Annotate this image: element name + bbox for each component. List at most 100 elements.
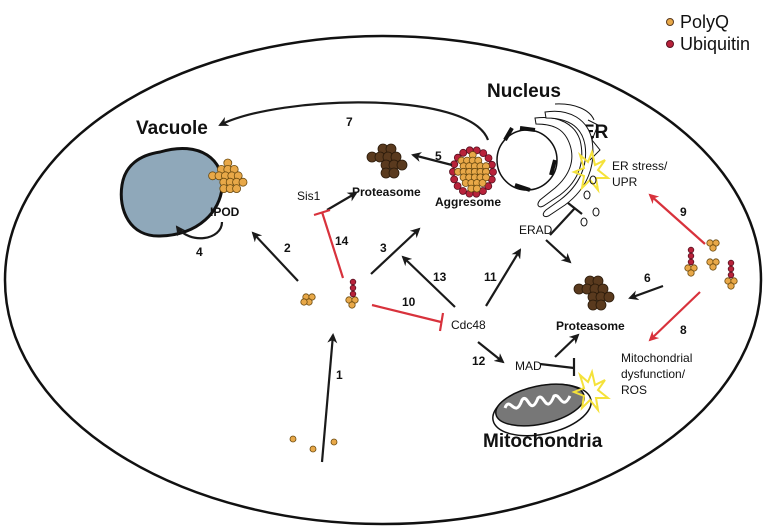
activation-arrows — [175, 101, 664, 463]
ubiquitin-dot — [453, 182, 462, 190]
proteasome-top-label: Proteasome — [352, 185, 421, 199]
step-6-label: 6 — [644, 271, 651, 285]
nucleus-title: Nucleus — [487, 81, 561, 102]
polyq-dot — [348, 301, 356, 309]
inhibit-step-14-bar — [313, 208, 331, 217]
polyq-monomer — [309, 445, 317, 453]
arrow-step-6 — [628, 284, 664, 300]
ubiquitin-dot — [727, 271, 735, 279]
proteasome-icon — [366, 143, 408, 179]
inhibit-erad-er — [549, 207, 576, 236]
ubiquitin-dot — [727, 259, 735, 267]
ubiquitin-dot — [459, 148, 468, 157]
polyq-dot — [709, 263, 717, 271]
arrow-step-3 — [370, 227, 421, 275]
step-5-label: 5 — [435, 149, 442, 163]
ubiquitin-dot — [687, 252, 695, 260]
mito-stress-label-line1: Mitochondrial — [621, 351, 692, 365]
arrow-step-4 — [175, 221, 224, 240]
polyq-dot — [727, 282, 735, 290]
inhibit-step-10 — [371, 303, 442, 324]
arrow-step-5 — [411, 152, 453, 167]
arrow-erad-proteasome — [545, 239, 572, 264]
step-14-label: 14 — [335, 234, 349, 248]
ipod-label: IPOD — [210, 205, 240, 219]
mito-stress-burst-icon — [571, 368, 611, 414]
mad-label: MAD — [515, 359, 542, 373]
arrow-step-9 — [648, 193, 706, 245]
mitochondrion — [492, 383, 592, 437]
polyq-dot — [687, 269, 695, 277]
step-11-label: 11 — [484, 270, 497, 284]
step-10-label: 10 — [402, 295, 416, 309]
mito-stress-label-line3: ROS — [621, 383, 647, 397]
step-7-label: 7 — [346, 115, 353, 129]
ubiquitin-dot — [489, 168, 497, 176]
legend-ubiquitin-label: Ubiquitin — [680, 34, 750, 54]
ubiquitin-dot — [349, 290, 357, 298]
inhibit-mad-mito — [539, 362, 575, 370]
er-vesicles — [580, 175, 600, 227]
legend-polyq-label: PolyQ — [680, 12, 729, 32]
arrow-step-11 — [485, 248, 522, 307]
inhibit-step-14 — [320, 211, 345, 279]
legend: PolyQ Ubiquitin — [666, 12, 750, 54]
ubiquitin-dot — [484, 182, 493, 191]
arrow-mad-proteasome — [554, 333, 580, 358]
sis1-label: Sis1 — [297, 189, 321, 203]
vacuole — [119, 146, 224, 238]
polyq-dot — [472, 184, 481, 193]
arrow-step-7 — [218, 101, 490, 141]
polyq-dot — [482, 173, 490, 182]
step-4-label: 4 — [196, 245, 203, 259]
polyq-monomer — [289, 435, 297, 443]
arrow-step-2 — [251, 231, 299, 282]
inhibition-arrows — [313, 193, 706, 342]
polyq-dot — [300, 298, 308, 306]
ubiquitin-dot — [459, 187, 467, 195]
er-stress-label-line2: UPR — [612, 175, 638, 189]
proteasome-subunit — [603, 291, 615, 303]
step-13-label: 13 — [433, 270, 447, 284]
ubiquitin-dot — [687, 258, 695, 266]
ipod-aggregate — [208, 158, 248, 194]
erad-label: ERAD — [519, 223, 553, 237]
proteasome-right-label: Proteasome — [556, 319, 625, 333]
step-8-label: 8 — [680, 323, 687, 337]
ubiquitin-dot — [727, 265, 735, 273]
ubiquitin-dot — [349, 278, 357, 286]
polyq-dot — [232, 184, 242, 194]
proteasome-icon — [573, 275, 615, 311]
polyq-dot — [709, 244, 717, 252]
aggresome-label: Aggresome — [435, 195, 501, 209]
vacuole-title: Vacuole — [136, 118, 208, 139]
step-numbers: 1 2 3 4 5 6 7 8 9 10 11 12 13 14 — [196, 115, 687, 382]
polyq-oligomers — [300, 278, 359, 309]
cell-membrane — [3, 34, 763, 526]
polyq-dot — [478, 179, 487, 187]
ubiquitin-dot — [484, 154, 493, 163]
arrow-step-12 — [477, 341, 505, 364]
polyq-monomers — [289, 435, 338, 453]
ubiquitin-legend-icon — [666, 40, 674, 48]
arrow-sis1-proteasome — [326, 191, 358, 211]
arrow-step-8 — [648, 291, 701, 342]
inhibit-erad-er-bar — [567, 202, 583, 215]
step-12-label: 12 — [472, 354, 486, 368]
polyq-legend-icon — [666, 18, 674, 26]
mitochondria-title: Mitochondria — [483, 431, 603, 452]
polyq-ubiquitin-cluster — [684, 239, 738, 290]
polyq-monomer — [330, 438, 338, 446]
ubiquitin-dot — [450, 175, 459, 184]
ubiquitin-dot — [479, 149, 488, 158]
arrow-step-13 — [401, 255, 456, 308]
proteasome-subunit — [396, 159, 408, 171]
step-3-label: 3 — [380, 241, 387, 255]
mito-stress-label-line2: dysfunction/ — [621, 367, 686, 381]
proteasome-subunit — [388, 167, 400, 179]
ubiquitin-dot — [349, 284, 357, 292]
polyq-dot — [238, 177, 248, 187]
arrow-step-1 — [320, 333, 338, 463]
ubiquitin-dot — [687, 246, 695, 254]
